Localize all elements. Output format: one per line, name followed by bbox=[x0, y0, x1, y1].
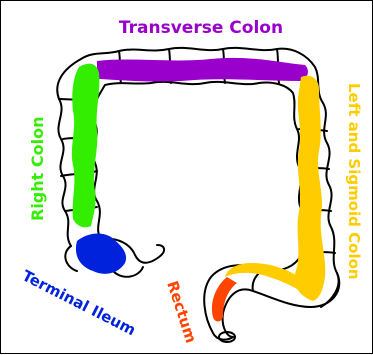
colon-outline bbox=[57, 48, 339, 340]
label-terminal-ileum: Terminal Ileum bbox=[19, 267, 139, 340]
transverse-colon-segment bbox=[97, 58, 308, 82]
label-transverse-colon: Transverse Colon bbox=[119, 18, 283, 38]
right-colon-segment bbox=[72, 64, 100, 228]
rectum-segment bbox=[212, 277, 237, 322]
label-right-colon: Right Colon bbox=[28, 117, 47, 221]
label-rectum: Rectum bbox=[163, 279, 200, 346]
label-left-sigmoid-colon: Left and Sigmoid Colon bbox=[345, 83, 363, 280]
